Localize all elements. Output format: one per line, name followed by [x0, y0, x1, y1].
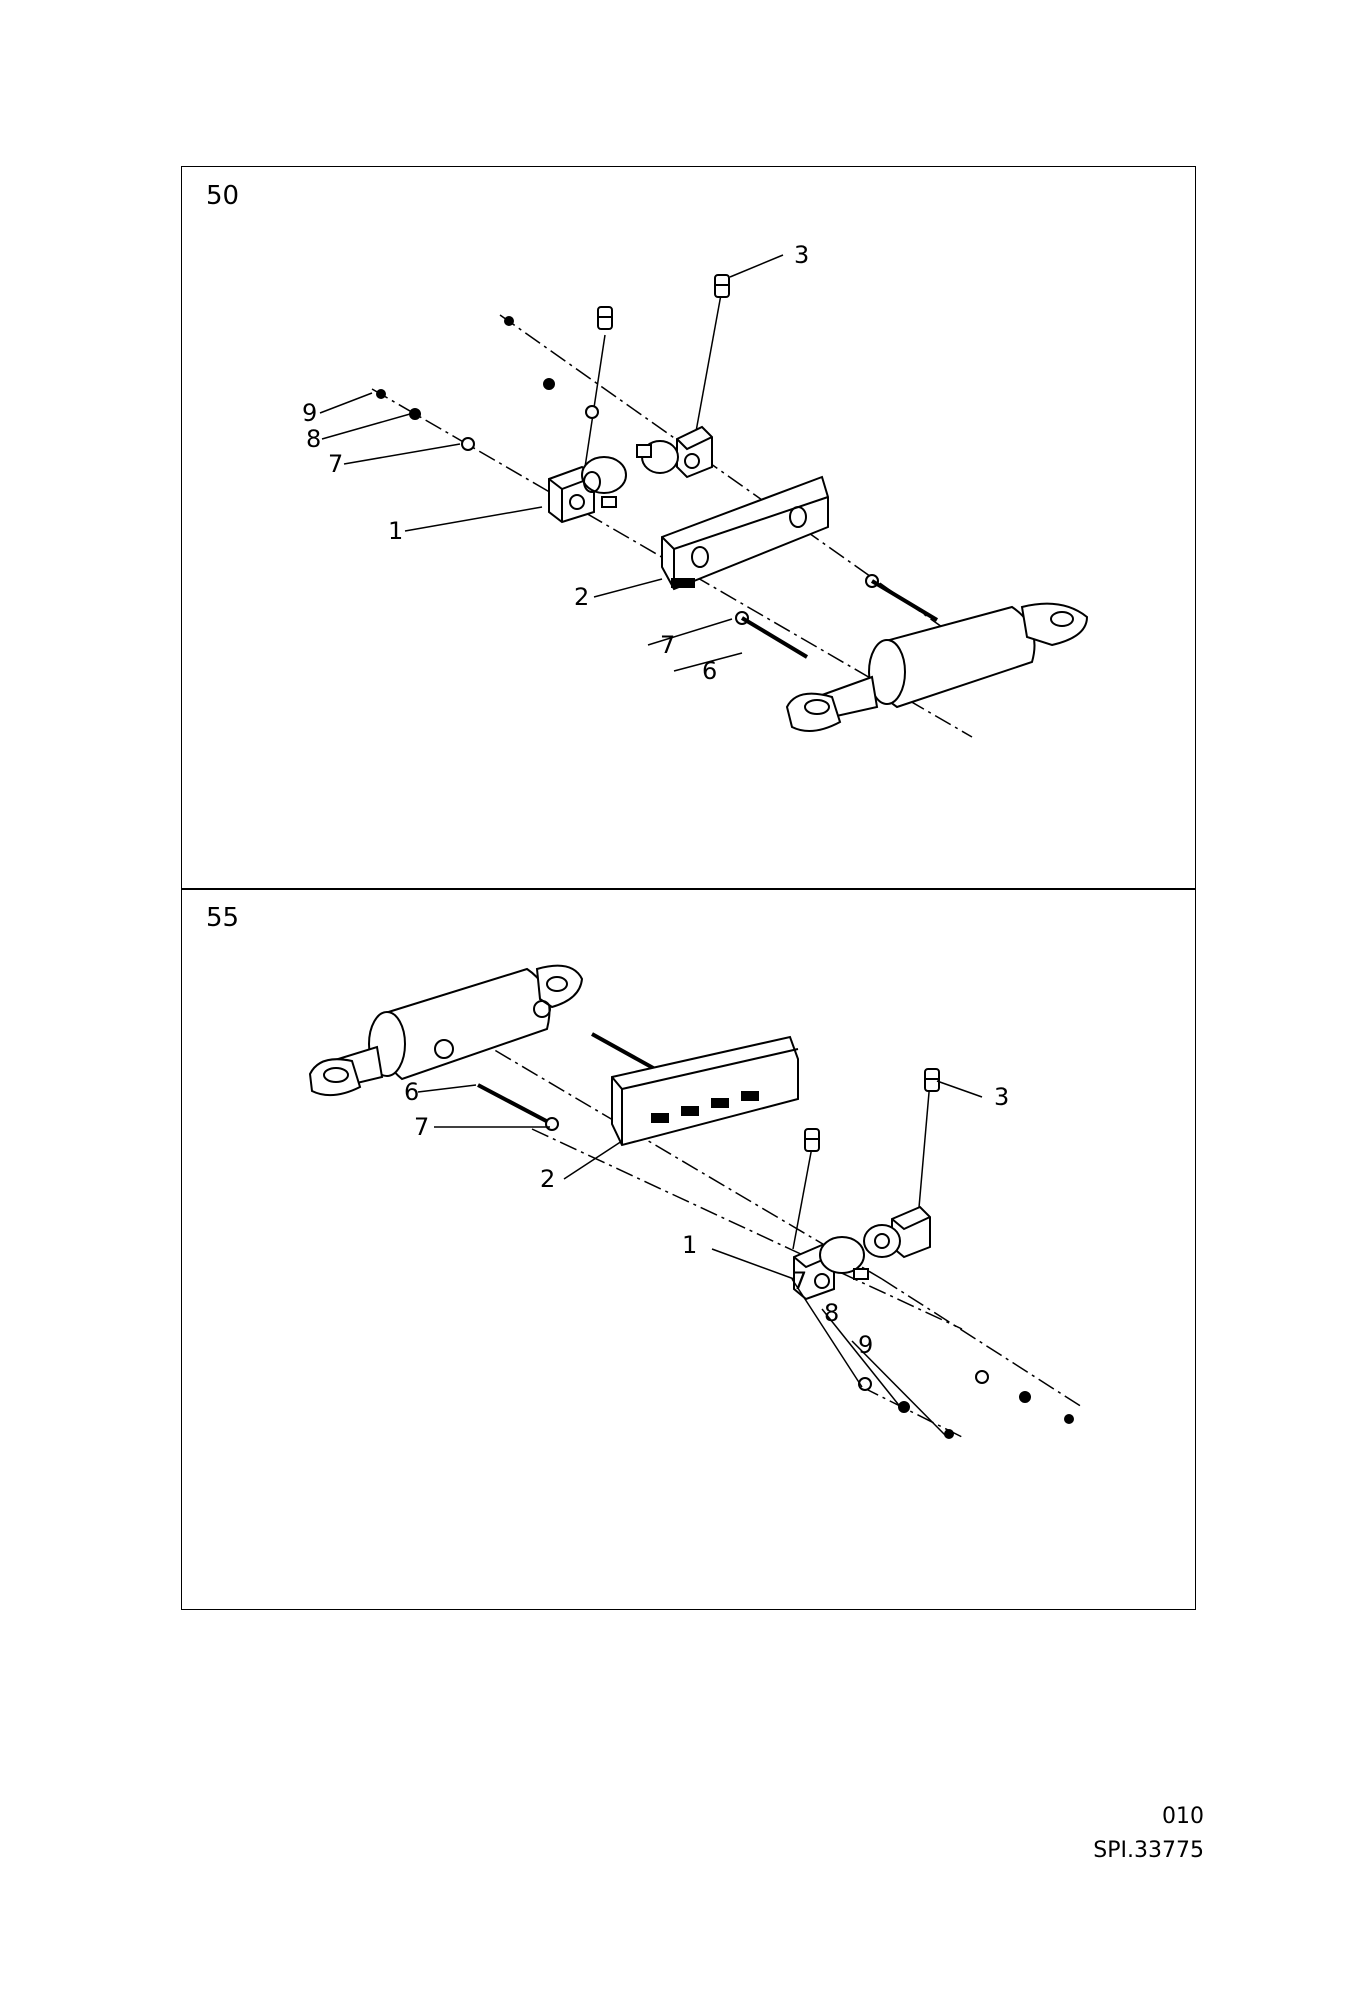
valve-block [548, 456, 627, 524]
diagram-panel-55: 55 [181, 888, 1196, 1610]
center-line [499, 314, 943, 628]
diagram-panel-50: 50 [181, 166, 1196, 890]
washers [545, 1117, 1074, 1439]
grease-fitting [804, 1128, 820, 1152]
valve-block [793, 1236, 869, 1301]
callout-labels: 3 9 8 7 1 2 7 6 [302, 241, 809, 685]
valve-block [863, 1205, 931, 1259]
callout-8: 8 [824, 1299, 839, 1327]
callout-3: 3 [794, 241, 809, 269]
mounting-bracket [611, 1035, 799, 1147]
callout-7: 7 [414, 1113, 429, 1141]
panel-number: 50 [206, 181, 240, 211]
callout-2: 2 [540, 1165, 555, 1193]
callout-3: 3 [994, 1083, 1009, 1111]
callout-2: 2 [574, 583, 589, 611]
valve-block [636, 425, 713, 479]
grease-fitting [924, 1068, 940, 1092]
mounting-bracket [661, 475, 829, 591]
pin [740, 616, 809, 659]
callout-7: 7 [792, 1267, 807, 1295]
hydraulic-cylinder [785, 602, 1089, 732]
hydraulic-cylinder [308, 964, 584, 1097]
callout-9: 9 [858, 1331, 873, 1359]
exploded-view-drawing: 3 9 8 7 1 2 7 6 [302, 241, 1089, 738]
page-number: 010 [1162, 1804, 1204, 1829]
callout-leaders [319, 254, 784, 672]
grease-fitting [597, 306, 613, 330]
callout-6: 6 [702, 657, 717, 685]
panel-number: 55 [206, 903, 240, 933]
callout-1: 1 [682, 1231, 697, 1259]
callout-labels: 3 6 7 2 1 7 8 9 [404, 1078, 1009, 1359]
callout-1: 1 [388, 517, 403, 545]
callout-leaders [417, 1080, 983, 1438]
callout-8: 8 [306, 425, 321, 453]
callout-9: 9 [302, 399, 317, 427]
callout-7: 7 [328, 450, 343, 478]
grease-fitting [714, 274, 730, 298]
document-code: SPI.33775 [1093, 1838, 1204, 1863]
callout-7: 7 [660, 631, 675, 659]
pin [870, 579, 939, 622]
callout-6: 6 [404, 1078, 419, 1106]
exploded-view-drawing: 3 6 7 2 1 7 8 9 [308, 964, 1083, 1439]
washers [376, 316, 879, 625]
